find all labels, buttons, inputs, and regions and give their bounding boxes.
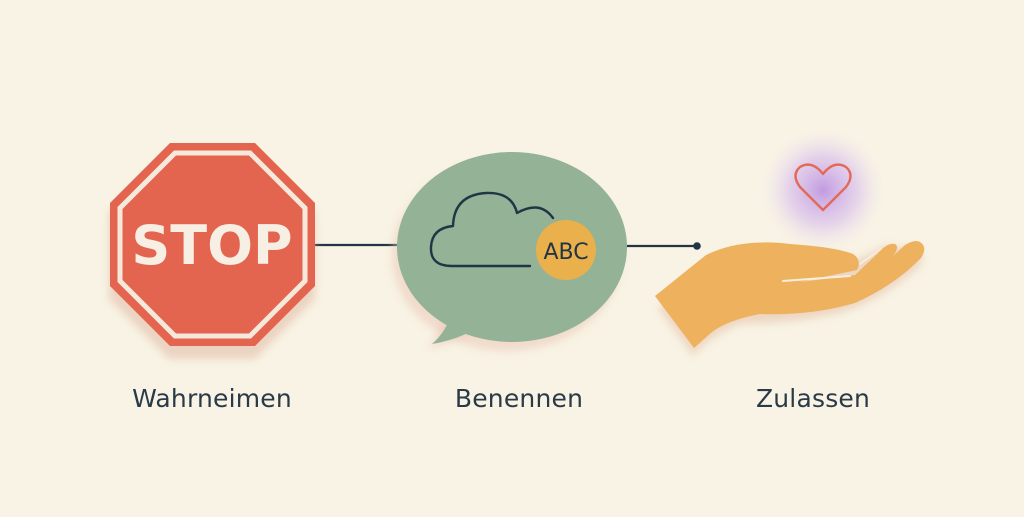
connector-2 [624, 242, 701, 250]
open-hand-heart-icon [655, 128, 925, 356]
svg-text:ABC: ABC [543, 240, 588, 265]
glow-icon [761, 128, 885, 252]
speech-bubble-cloud-icon: ABC [392, 152, 627, 351]
svg-text:STOP: STOP [131, 214, 292, 277]
step-label-perceive: Wahrneimen [132, 384, 292, 413]
step-label-name: Benennen [454, 384, 584, 413]
stop-sign-icon: STOP [109, 143, 315, 359]
heart-icon [794, 163, 852, 212]
step-label-allow: Zulassen [755, 384, 871, 413]
